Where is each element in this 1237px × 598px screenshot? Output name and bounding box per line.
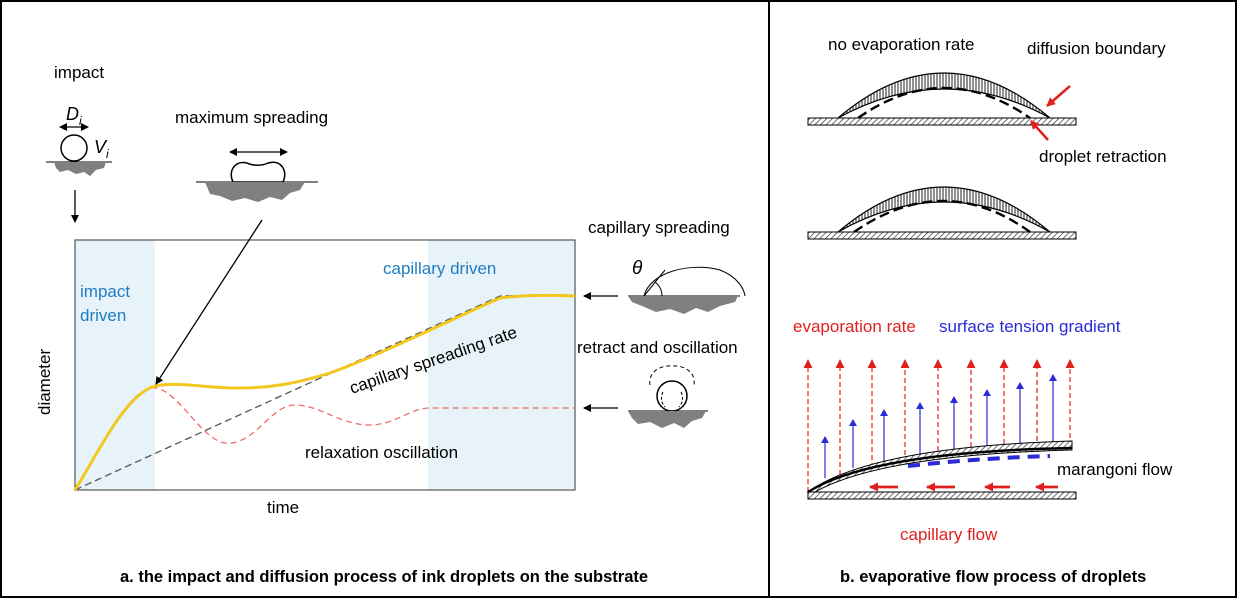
retract-oscillation-label: retract and oscillation xyxy=(577,338,738,357)
retract-droplet xyxy=(656,380,688,412)
retract-dashed-outline xyxy=(649,365,695,386)
top-droplet-inner xyxy=(857,86,1031,119)
surface-tension-arrows xyxy=(821,374,1057,478)
maximum-spreading-label: maximum spreading xyxy=(175,108,328,127)
capillary-substrate xyxy=(628,296,738,314)
panel-a-caption: a. the impact and diffusion process of i… xyxy=(120,568,648,586)
y-axis-label: diameter xyxy=(35,349,54,415)
capillary-droplet xyxy=(643,266,746,297)
impact-driven-label-1: impact xyxy=(80,282,130,301)
impact-driven-zone xyxy=(75,240,155,490)
retract-substrate xyxy=(628,411,706,428)
diffusion-boundary-arrow xyxy=(1046,85,1071,107)
max-spreading-substrate xyxy=(205,182,305,202)
contact-angle-arc xyxy=(654,281,663,297)
panel-b: no evaporation rate diffusion boundary d… xyxy=(793,35,1173,586)
impact-label: impact xyxy=(54,63,104,82)
max-spreading-droplet xyxy=(230,161,286,183)
middle-droplet-hatch xyxy=(837,186,1051,233)
top-substrate xyxy=(807,117,1077,126)
no-evaporation-rate-label: no evaporation rate xyxy=(828,35,975,54)
max-spreading-pointer xyxy=(155,219,263,385)
capillary-driven-label: capillary driven xyxy=(383,259,496,278)
marangoni-flow-dashes xyxy=(907,454,1051,468)
droplet-surface-line xyxy=(807,446,1073,494)
droplet-surface-layer xyxy=(806,440,1073,493)
droplet-retraction-label: droplet retraction xyxy=(1039,147,1167,166)
evaporation-rate-label: evaporation rate xyxy=(793,317,916,336)
oscillation-curve xyxy=(74,387,575,491)
middle-droplet-inner xyxy=(853,199,1031,233)
droplet-retraction-arrow xyxy=(1030,120,1049,141)
middle-substrate xyxy=(807,231,1077,240)
impact-driven-label-2: driven xyxy=(80,306,126,325)
contact-angle-line xyxy=(643,269,666,297)
d-i-label: Di xyxy=(66,104,82,128)
relaxation-oscillation-label: relaxation oscillation xyxy=(305,443,458,462)
impact-substrate xyxy=(54,162,106,176)
x-axis-label: time xyxy=(267,498,299,517)
surface-tension-gradient-label: surface tension gradient xyxy=(939,317,1121,336)
plot-frame xyxy=(74,239,576,491)
panel-b-caption: b. evaporative flow process of droplets xyxy=(840,568,1146,586)
capillary-flow-label: capillary flow xyxy=(900,525,998,544)
capillary-driven-zone xyxy=(428,240,575,490)
retract-inner-right xyxy=(678,391,684,408)
v-i-label: Vi xyxy=(94,137,109,161)
bottom-substrate xyxy=(807,491,1077,500)
diffusion-boundary-label: diffusion boundary xyxy=(1027,39,1166,58)
retract-inner-left xyxy=(660,391,666,408)
theta-symbol: θ xyxy=(632,258,643,279)
capillary-spreading-label: capillary spreading xyxy=(588,218,730,237)
panel-a: impact driven capillary driven capillary… xyxy=(35,63,746,586)
impact-droplet xyxy=(60,134,88,162)
capillary-spreading-curve xyxy=(73,293,576,491)
evaporation-arrows xyxy=(803,359,1075,492)
marangoni-flow-label: marangoni flow xyxy=(1057,460,1173,479)
